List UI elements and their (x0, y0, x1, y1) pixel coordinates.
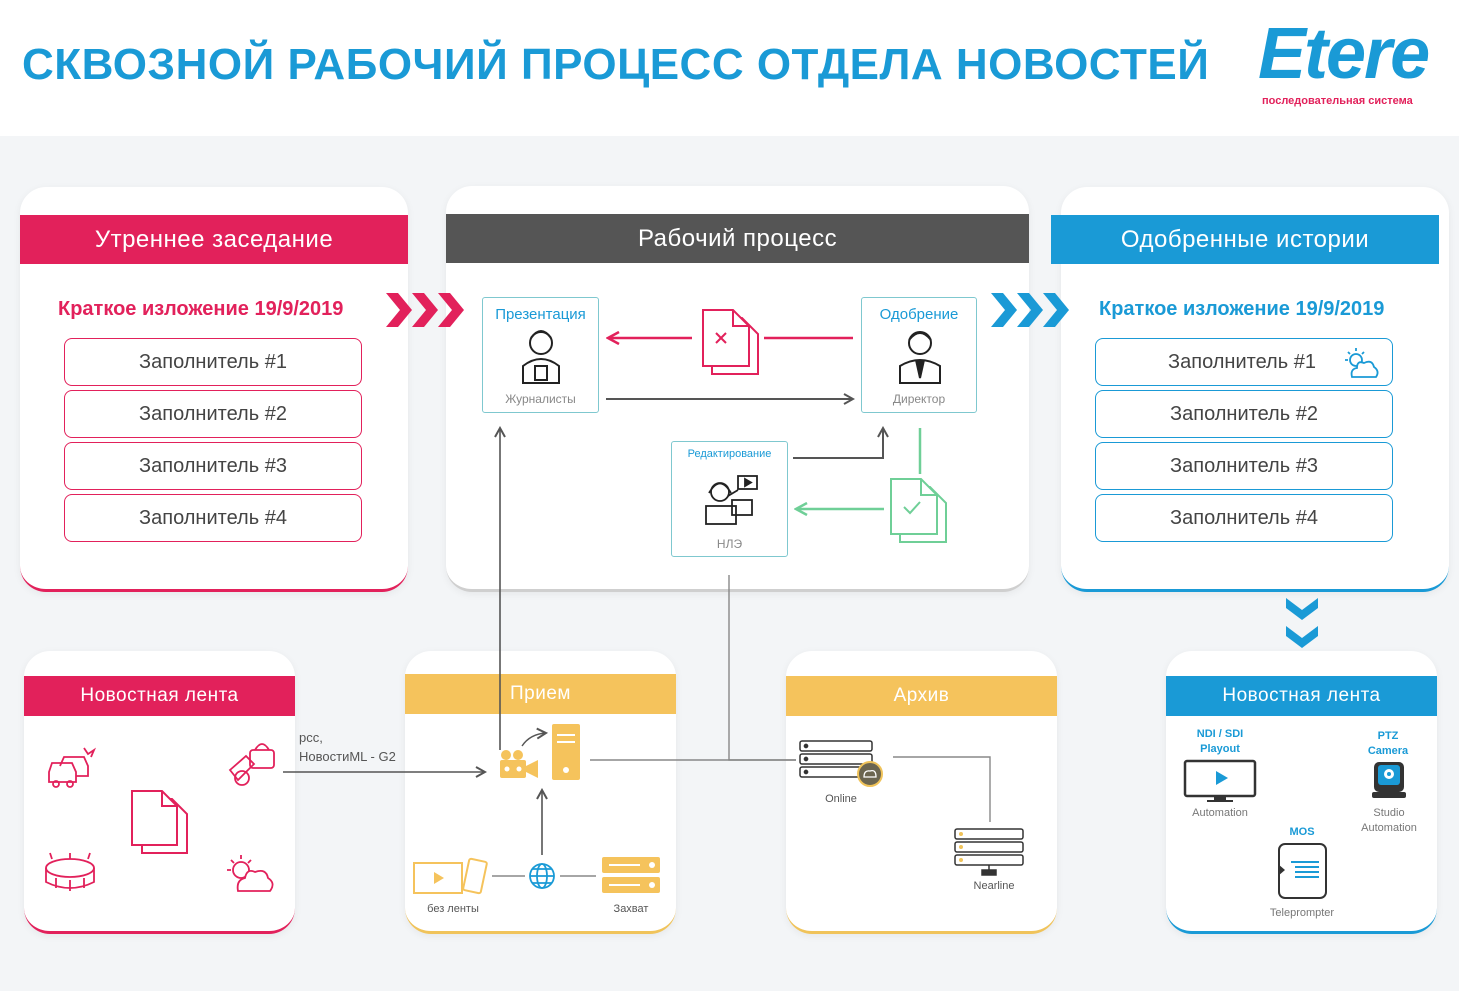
ptz-label-2: Camera (1367, 745, 1409, 757)
chevrons-down (1286, 598, 1318, 648)
studio-label-1: Studio (1373, 807, 1405, 819)
studio-label-2: Automation (1361, 822, 1417, 834)
editing-box[interactable]: Редактирование НЛЭ (671, 441, 788, 557)
ndi-label-1: NDI / SDI (1196, 728, 1244, 740)
morning-slot-4[interactable]: Заполнитель #4 (64, 494, 362, 542)
ndi-label-2: Playout (1200, 743, 1240, 755)
playout-header: Новостная лента (1166, 676, 1437, 716)
morning-meeting-header: Утреннее заседание (20, 215, 408, 264)
feed-format-label-2: НовостиML - G2 (299, 749, 396, 764)
approved-summary: Краткое изложение 19/9/2019 (1099, 298, 1385, 320)
header-band (0, 0, 1459, 136)
approval-sub: Директор (892, 392, 946, 406)
editing-sub: НЛЭ (716, 537, 743, 551)
automation-label: Automation (1192, 807, 1248, 819)
nearline-label: Nearline (973, 880, 1015, 892)
workflow-header: Рабочий процесс (446, 214, 1029, 263)
approval-box[interactable]: Одобрение Директор (861, 297, 977, 413)
ptz-label-1: PTZ (1377, 730, 1399, 742)
feed-format-label-1: рсс, (299, 730, 323, 745)
approved-slot-3[interactable]: Заполнитель #3 (1095, 442, 1393, 490)
ingest-header: Прием (405, 674, 676, 714)
capture-label: Захват (613, 903, 649, 915)
archive-header: Архив (786, 676, 1057, 716)
newsfeed-header: Новостная лента (24, 676, 295, 716)
online-label: Online (825, 793, 857, 805)
approved-slot-1[interactable]: Заполнитель #1 (1095, 338, 1393, 386)
approved-header: Одобренные истории (1051, 215, 1439, 264)
morning-slot-2[interactable]: Заполнитель #2 (64, 390, 362, 438)
presentation-box[interactable]: Презентация Журналисты (482, 297, 599, 413)
approved-slot-4[interactable]: Заполнитель #4 (1095, 494, 1393, 542)
morning-slot-3[interactable]: Заполнитель #3 (64, 442, 362, 490)
approval-title: Одобрение (879, 306, 959, 323)
editing-title: Редактирование (687, 448, 772, 460)
morning-summary: Краткое изложение 19/9/2019 (58, 298, 344, 320)
mos-label: MOS (1289, 826, 1315, 838)
presentation-sub: Журналисты (505, 392, 576, 406)
teleprompter-label: Teleprompter (1269, 907, 1335, 919)
presentation-title: Презентация (495, 306, 586, 323)
tapeless-label: без ленты (427, 903, 479, 915)
approved-slot-2[interactable]: Заполнитель #2 (1095, 390, 1393, 438)
etere-logo: Etere (1258, 14, 1430, 94)
page-title: СКВОЗНОЙ РАБОЧИЙ ПРОЦЕСС ОТДЕЛА НОВОСТЕЙ (22, 40, 1210, 89)
morning-slot-1[interactable]: Заполнитель #1 (64, 338, 362, 386)
logo-subtitle: последовательная система (1262, 95, 1413, 107)
